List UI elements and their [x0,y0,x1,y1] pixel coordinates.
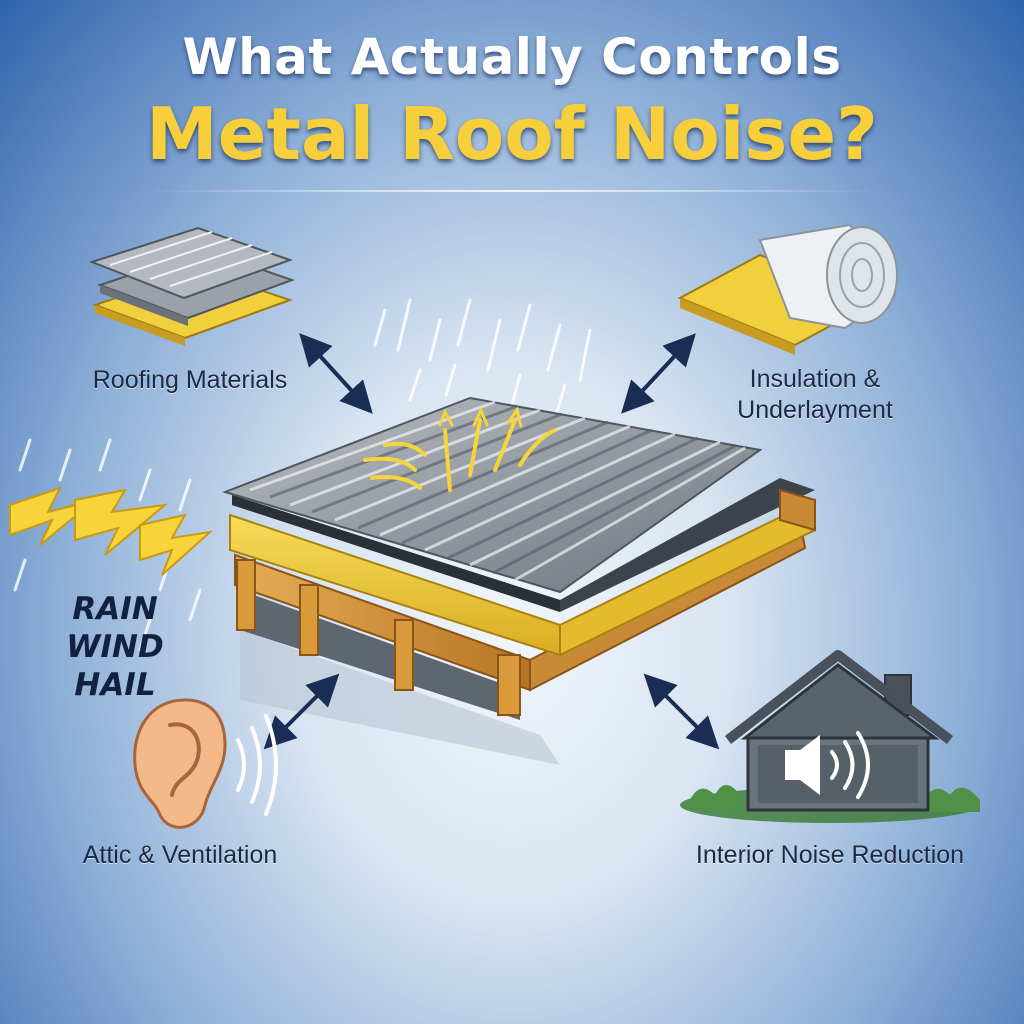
insulation-underlayment-label: Insulation & Underlayment [700,364,930,426]
storm-words: RAIN WIND HAIL [50,590,180,704]
interior-noise-reduction-label: Interior Noise Reduction [695,841,965,869]
roofing-materials-label: Roofing Materials [92,366,288,394]
title-divider [150,190,874,192]
double-arrow-icon [263,333,720,750]
ear-icon [133,698,278,829]
metal-sheets-icon [89,226,295,346]
title-line-1: What Actually Controls [182,28,842,86]
house-speaker-icon [680,650,980,823]
attic-ventilation-label: Attic & Ventilation [82,841,278,869]
title-line-2: Metal Roof Noise? [146,92,878,176]
lightning-icon [9,486,214,576]
sound-waves-icon [363,406,557,492]
roof-cross-section [221,396,816,765]
insulation-roll-icon [677,223,898,355]
storm-word-rain: RAIN [72,591,158,627]
title-block: What Actually Controls Metal Roof Noise? [0,28,1024,176]
insulation-label-line-2: Underlayment [737,396,893,424]
storm-word-hail: HAIL [74,667,156,703]
rain-icon [373,298,592,417]
storm-word-wind: WIND [66,629,164,665]
insulation-label-line-1: Insulation & [749,365,881,393]
